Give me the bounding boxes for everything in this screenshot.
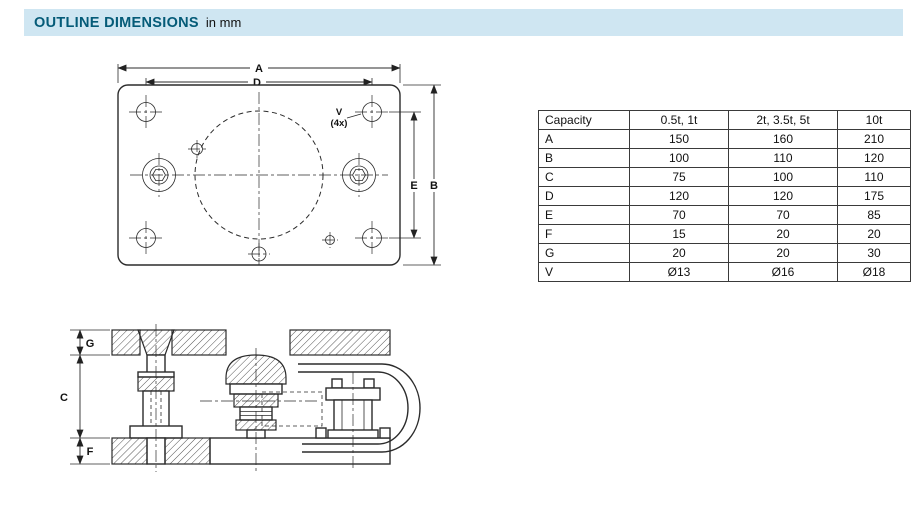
dim-label-d: D — [253, 77, 261, 89]
dim-label-f: F — [87, 446, 94, 458]
col-header-capacity: Capacity — [538, 110, 630, 130]
anti-lift-link — [298, 363, 421, 453]
dim-label-g: G — [86, 338, 95, 350]
table-cell: 30 — [837, 243, 911, 263]
table-cell: 210 — [837, 129, 911, 149]
table-cell: 175 — [837, 186, 911, 206]
dim-label-c: C — [60, 392, 68, 404]
table-cell: Ø18 — [837, 262, 911, 282]
top-view-drawing: A D — [117, 61, 441, 266]
table-row: A 150 160 210 — [538, 129, 911, 149]
table-cell: 75 — [629, 167, 729, 187]
col-header-large: 10t — [837, 110, 911, 130]
table-header-row: Capacity 0.5t, 1t 2t, 3.5t, 5t 10t — [538, 110, 911, 130]
table-row: B 100 110 120 — [538, 148, 911, 168]
load-cell-section — [225, 348, 323, 472]
row-label: B — [538, 148, 630, 168]
side-view-drawing: G C F — [60, 324, 421, 472]
table-cell: 20 — [837, 224, 911, 244]
table-cell: 160 — [728, 129, 838, 149]
row-label: A — [538, 129, 630, 149]
table-cell: 20 — [728, 243, 838, 263]
table-cell: 110 — [728, 148, 838, 168]
page-title: OUTLINE DIMENSIONS — [34, 14, 199, 31]
row-label: F — [538, 224, 630, 244]
row-label: D — [538, 186, 630, 206]
table-cell: Ø13 — [629, 262, 729, 282]
section-header: OUTLINE DIMENSIONS in mm — [24, 9, 903, 36]
row-label: C — [538, 167, 630, 187]
table-cell: 100 — [728, 167, 838, 187]
table-cell: 20 — [728, 224, 838, 244]
table-cell: 85 — [837, 205, 911, 225]
table-cell: 15 — [629, 224, 729, 244]
table-cell: Ø16 — [728, 262, 838, 282]
table-cell: 150 — [629, 129, 729, 149]
units-note: in mm — [205, 15, 242, 30]
dim-label-e: E — [410, 180, 417, 192]
table-cell: 110 — [837, 167, 911, 187]
anchor-bolt-assembly — [129, 324, 183, 472]
table-cell: 70 — [728, 205, 838, 225]
col-header-small: 0.5t, 1t — [629, 110, 729, 130]
dimensions-table: Capacity 0.5t, 1t 2t, 3.5t, 5t 10t A 150… — [538, 110, 911, 282]
dim-label-b: B — [430, 180, 438, 192]
table-cell: 100 — [629, 148, 729, 168]
load-cell-footprint-circle — [194, 110, 324, 240]
row-label: G — [538, 243, 630, 263]
table-row: C 75 100 110 — [538, 167, 911, 187]
hole-callout-v-count: (4x) — [331, 118, 348, 129]
counterbored-holes — [142, 153, 376, 197]
support-stand — [315, 372, 391, 470]
table-row: F 15 20 20 — [538, 224, 911, 244]
table-row: E 70 70 85 — [538, 205, 911, 225]
row-label: E — [538, 205, 630, 225]
corner-bolt-holes — [129, 95, 389, 255]
row-label: V — [538, 262, 630, 282]
hole-callout-v: V — [336, 107, 343, 118]
table-cell: 20 — [629, 243, 729, 263]
table-cell: 120 — [728, 186, 838, 206]
table-row: V Ø13 Ø16 Ø18 — [538, 262, 911, 282]
table-row: D 120 120 175 — [538, 186, 911, 206]
locating-holes — [188, 140, 338, 265]
dim-label-a: A — [255, 63, 263, 75]
table-cell: 70 — [629, 205, 729, 225]
table-row: G 20 20 30 — [538, 243, 911, 263]
table-cell: 120 — [837, 148, 911, 168]
table-cell: 120 — [629, 186, 729, 206]
top-plate-section — [111, 329, 391, 356]
col-header-medium: 2t, 3.5t, 5t — [728, 110, 838, 130]
